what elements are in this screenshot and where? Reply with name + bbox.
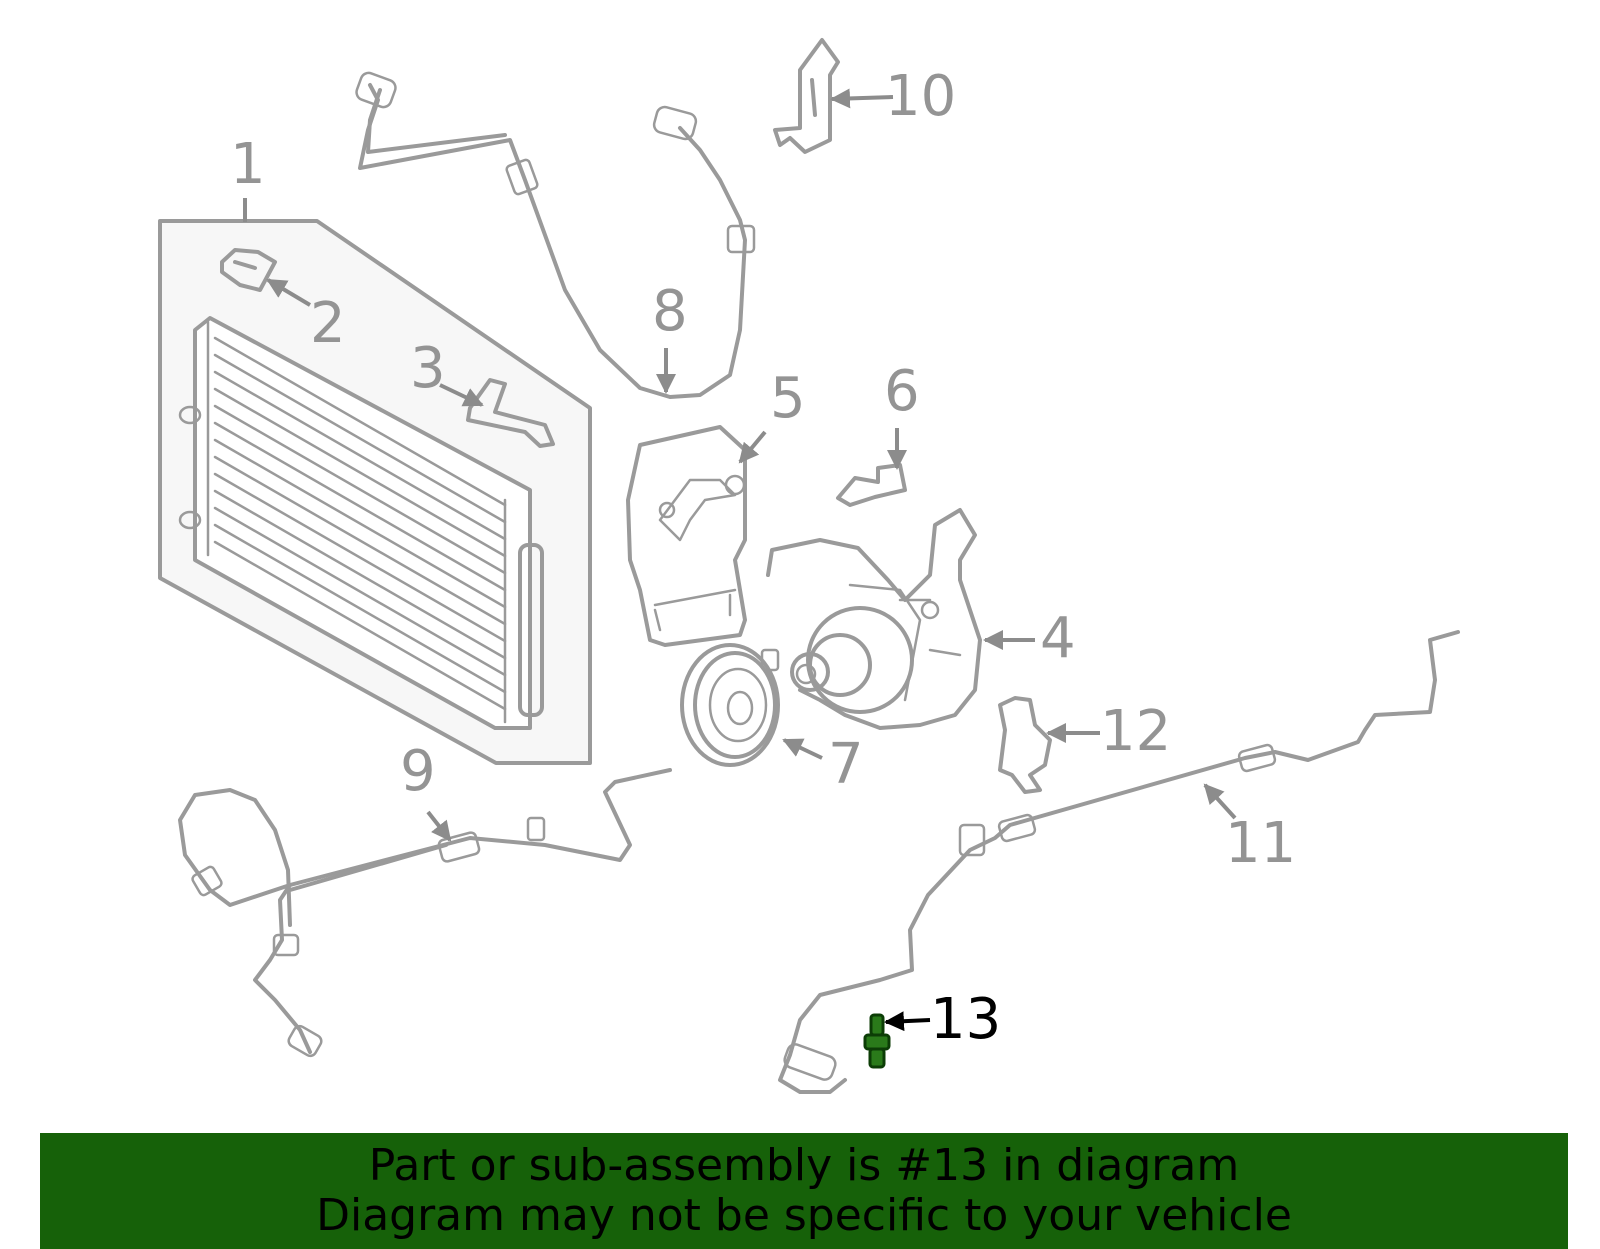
bracket-6 (836, 463, 907, 507)
banner-line-2: Diagram may not be specific to your vehi… (316, 1190, 1292, 1241)
callout-4: 4 (1040, 606, 1076, 671)
callout-10: 10 (885, 64, 956, 129)
callout-9: 9 (400, 739, 436, 804)
condenser-assembly (158, 219, 592, 765)
callout-1: 1 (230, 132, 266, 197)
hose-9 (178, 768, 672, 1058)
banner-line-1: Part or sub-assembly is #13 in diagram (368, 1140, 1240, 1191)
bracket-10 (773, 38, 840, 154)
hose-8 (355, 71, 756, 399)
callout-5: 5 (770, 366, 806, 431)
info-banner: Part or sub-assembly is #13 in diagram D… (40, 1133, 1568, 1249)
bracket-5 (626, 425, 747, 647)
condenser-fins (206, 320, 507, 724)
callout-7: 7 (828, 732, 864, 797)
callout-3: 3 (410, 336, 446, 401)
hose-11 (778, 630, 1460, 1094)
callout-6: 6 (884, 359, 920, 424)
bracket-3 (466, 378, 555, 448)
leader-13 (884, 1011, 931, 1032)
leader-lines (243, 88, 1237, 1032)
clutch-pulley-7 (680, 643, 780, 767)
bracket-2 (220, 248, 277, 292)
callout-13: 13 (930, 987, 1001, 1052)
pressure-switch-13 (863, 1013, 891, 1069)
callout-2: 2 (310, 291, 346, 356)
callout-11: 11 (1225, 811, 1296, 876)
bracket-12 (998, 696, 1052, 794)
compressor-4 (766, 508, 982, 730)
callout-12: 12 (1100, 699, 1171, 764)
callout-8: 8 (652, 279, 688, 344)
